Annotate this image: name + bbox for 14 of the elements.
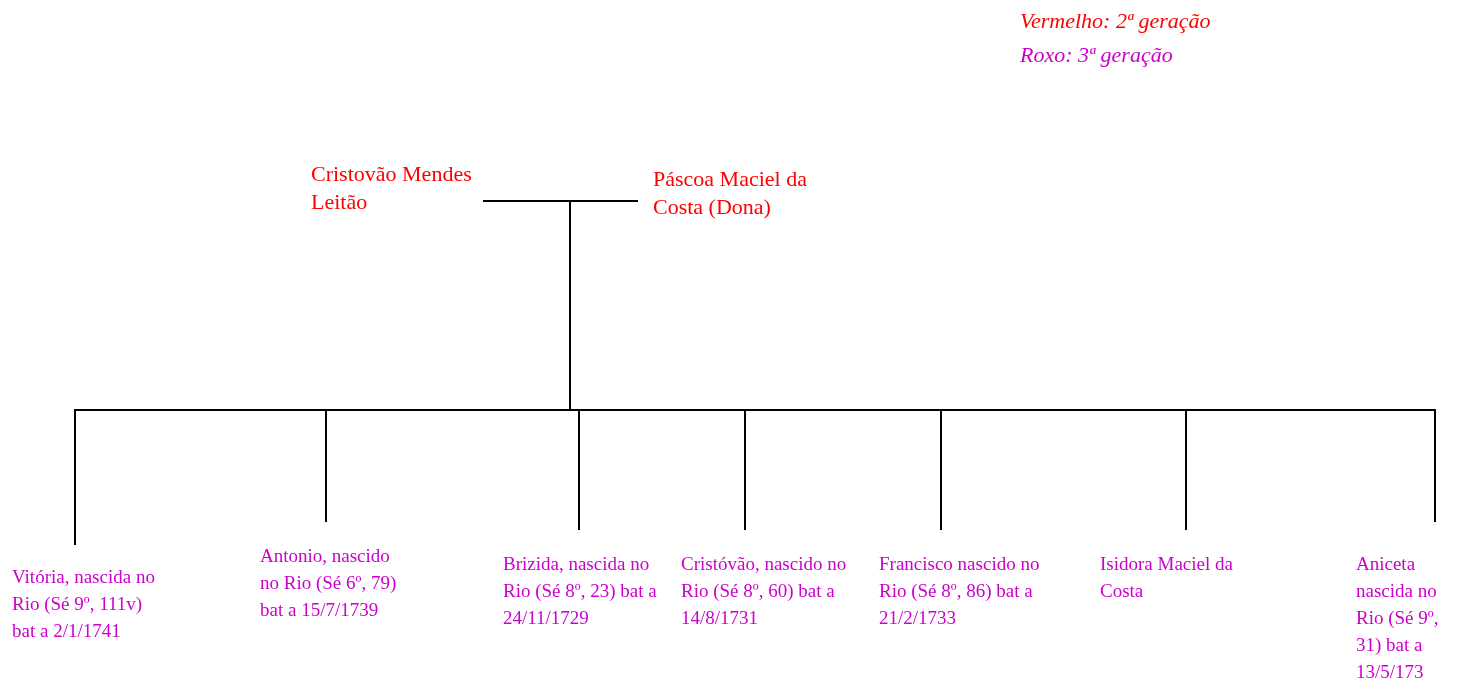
legend-entry: Vermelho: 2ª geração	[1020, 7, 1211, 35]
person-name: Aniceta nascida no Rio (Sé 9º, 31) bat a 13/5/173	[1356, 552, 1440, 684]
person-name: Vitória, nascida no Rio (Sé 9º, 111v) bat a 2/1/1741	[12, 565, 156, 643]
person-name: Francisco nascido no Rio (Sé 8º, 86) bat a 21/2/1733	[879, 552, 1041, 630]
person-name: Antonio, nascido no Rio (Sé 6º, 79) bat a 15/7/1739	[260, 544, 398, 622]
person-name: Isidora Maciel da Costa	[1100, 552, 1234, 603]
marriage-line	[482, 200, 521, 202]
legend-entry: Roxo: 3ª geração	[1020, 41, 1174, 69]
person-name: Brizida, nascida no Rio (Sé 8º, 23) bat a 24/11/1729	[503, 552, 658, 630]
person-name: Cristóvão, nascido no Rio (Sé 8º, 60) bat a 14/8/1731	[681, 552, 848, 630]
marriage-line	[619, 200, 639, 202]
person-name: Páscoa Maciel da Costa (Dona)	[653, 165, 808, 221]
descent-line	[569, 201, 1436, 523]
person-name: Cristovão Mendes Leitão	[311, 160, 473, 216]
